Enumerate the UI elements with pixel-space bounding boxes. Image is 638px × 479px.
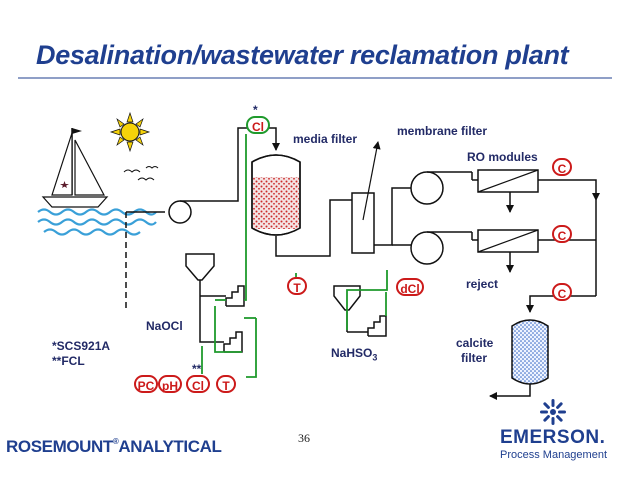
conductivity-badge-3[interactable]: C bbox=[552, 283, 572, 301]
chlorine-analyzer-top-badge[interactable]: Cl bbox=[246, 116, 270, 134]
ro-module-1-icon bbox=[477, 169, 539, 193]
ph-badge[interactable]: pH bbox=[158, 375, 182, 393]
signal-lines bbox=[201, 134, 388, 378]
naocl-hopper-icon bbox=[185, 253, 215, 296]
conductivity-badge-1[interactable]: C bbox=[552, 158, 572, 176]
nahso3-label: NaHSO3 bbox=[331, 346, 378, 363]
slide-title: Desalination/wastewater reclamation plan… bbox=[36, 40, 569, 70]
footnote-scs921a: *SCS921A bbox=[52, 339, 111, 353]
pc-badge[interactable]: PC bbox=[134, 375, 158, 393]
media-filter-vessel bbox=[251, 154, 301, 236]
intake-pump-icon bbox=[168, 200, 202, 224]
single-star-marker: * bbox=[253, 103, 258, 117]
nahso3-feeder-icon bbox=[367, 315, 387, 337]
ro-module-2-icon bbox=[477, 229, 539, 253]
birds-icon bbox=[123, 166, 159, 181]
calcite-filter-label-line1: calcite bbox=[456, 336, 494, 350]
membrane-filter-label: membrane filter bbox=[397, 124, 488, 138]
naocl-feeder-2-icon bbox=[223, 331, 243, 353]
process-management-label: Process Management bbox=[500, 449, 607, 461]
water-waves bbox=[37, 208, 157, 236]
feed-line bbox=[202, 127, 280, 202]
membrane-filter-vessel bbox=[351, 141, 381, 254]
page-number: 36 bbox=[298, 431, 310, 445]
chlorine-analyzer-bottom-badge[interactable]: Cl bbox=[186, 375, 210, 393]
sun-icon bbox=[109, 111, 151, 153]
media-filter-label: media filter bbox=[293, 132, 358, 146]
dechlorination-analyzer-badge[interactable]: dCl bbox=[396, 278, 424, 296]
hp-pump-2-icon bbox=[410, 231, 472, 265]
to-calcite-line bbox=[526, 295, 596, 313]
emerson-logo-icon bbox=[540, 399, 566, 425]
sailboat-icon bbox=[41, 128, 109, 208]
membrane-outlet-line bbox=[374, 187, 402, 246]
conductivity-badge-2[interactable]: C bbox=[552, 225, 572, 243]
footnote-fcl: **FCL bbox=[52, 354, 85, 368]
double-star-marker: ** bbox=[192, 362, 202, 376]
hp-pump-1-icon bbox=[410, 171, 472, 205]
media-to-membrane-line bbox=[275, 199, 352, 257]
naocl-feeder-1-icon bbox=[225, 285, 245, 307]
temperature-badge-bottom[interactable]: T bbox=[216, 375, 236, 393]
rosemount-analytical-logo: ROSEMOUNT®ANALYTICAL bbox=[6, 437, 222, 456]
temperature-badge-mid[interactable]: T bbox=[287, 277, 307, 295]
calcite-filter-vessel bbox=[511, 319, 549, 385]
calcite-filter-label-line2: filter bbox=[461, 351, 488, 365]
permeate-line-1 bbox=[538, 179, 600, 201]
emerson-wordmark: EMERSON. bbox=[500, 427, 606, 448]
naocl-label: NaOCl bbox=[146, 319, 183, 333]
calcite-outlet-line bbox=[489, 384, 531, 400]
ro-modules-label: RO modules bbox=[467, 150, 538, 164]
reject-label: reject bbox=[466, 277, 499, 291]
